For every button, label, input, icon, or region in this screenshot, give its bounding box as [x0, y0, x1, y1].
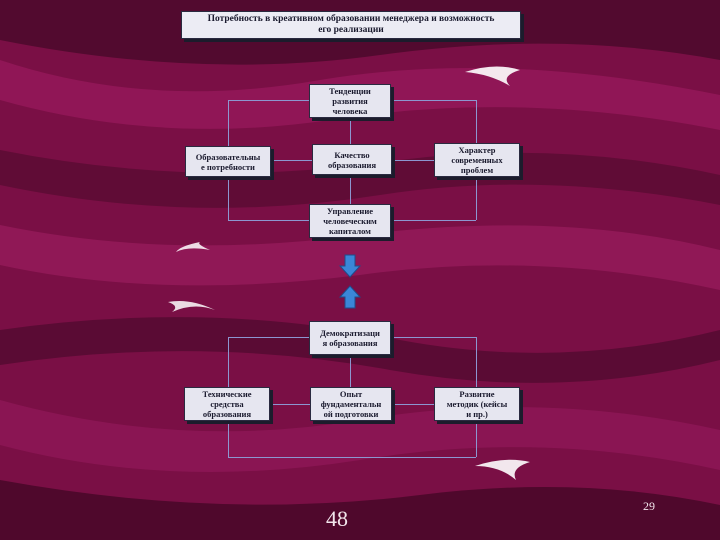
connector-bottom-vertical [350, 355, 351, 387]
connector-top-left-lower [228, 177, 229, 220]
page-number: 48 [326, 506, 348, 531]
connector-bottom-right-lower [476, 420, 477, 457]
box-fundamental-training: Опыт фундаментальн ой подготовки [310, 387, 392, 421]
connector-top-right-upper [476, 100, 477, 143]
arrow-down-icon [339, 254, 361, 278]
arrow-up-icon [339, 285, 361, 309]
diagram-title: Потребность в креативном образовании мен… [181, 11, 521, 39]
box-educational-needs: Образовательны е потребности [185, 146, 271, 177]
connector-top-right-lower [476, 177, 477, 220]
slide-number: 29 [643, 499, 655, 513]
box-education-quality: Качество образования [312, 144, 392, 175]
connector-top-mid-right [392, 160, 434, 161]
connector-bottom-left-upper [228, 337, 229, 387]
connector-bottom-horizontal-lower [228, 457, 476, 458]
connector-bottom-right-upper [476, 337, 477, 387]
connector-bottom-mid-right [392, 404, 434, 405]
box-method-development: Развитие методик (кейсы и пр.) [434, 387, 520, 421]
box-technical-means: Технические средства образования [184, 387, 270, 421]
box-modern-problems: Характер современных проблем [434, 143, 520, 177]
connector-bottom-left-lower [228, 420, 229, 457]
box-democratization-education: Демократизаци я образования [309, 321, 391, 355]
connector-bottom-mid-left [270, 404, 310, 405]
box-human-capital-management: Управление человеческим капиталом [309, 204, 391, 238]
box-human-development-trends: Тенденции развития человека [309, 84, 391, 118]
connector-top-left-upper [228, 100, 229, 146]
connector-top-mid-left [270, 160, 312, 161]
